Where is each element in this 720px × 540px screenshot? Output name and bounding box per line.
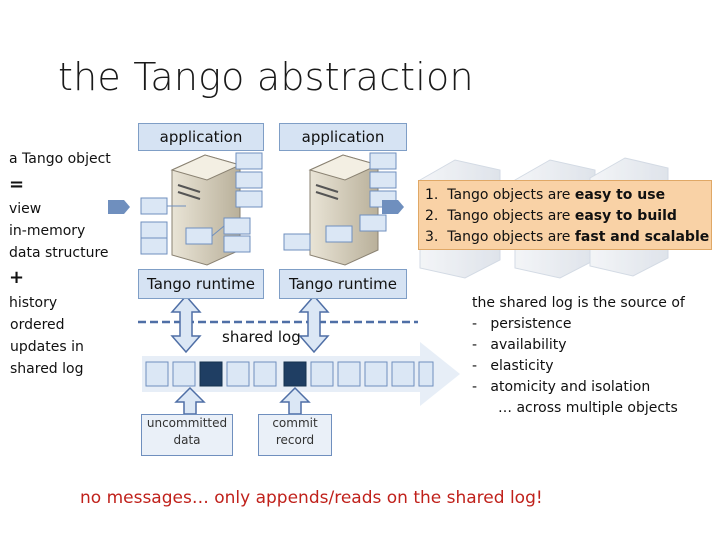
- shared-log-label: shared log: [222, 328, 301, 346]
- properties-list: 1. Tango objects are easy to use 2. Tang…: [418, 180, 712, 250]
- server-right: [308, 154, 380, 266]
- equals-sign: =: [9, 174, 25, 195]
- shared-log-left-label: shared log: [10, 361, 84, 377]
- commit-line-1: commit: [272, 416, 318, 430]
- commit-record-label: commit record: [258, 414, 332, 456]
- tango-runtime-left: Tango runtime: [138, 269, 264, 299]
- left-object-links: [167, 205, 225, 237]
- in-memory-label: in-memory: [9, 223, 86, 239]
- history-label: history: [9, 295, 58, 311]
- log-entries: [145, 361, 434, 387]
- view-pointer-right: [382, 200, 404, 214]
- updates-in-label: updates in: [10, 339, 84, 355]
- application-box-left: application: [138, 123, 264, 151]
- tango-object-label: a Tango object: [9, 151, 111, 167]
- view-label: view: [9, 201, 42, 217]
- property-3: 3. Tango objects are fast and scalable: [425, 229, 710, 245]
- left-object-nodes: [140, 152, 263, 255]
- tango-runtime-right: Tango runtime: [279, 269, 407, 299]
- uncommitted-data-label: uncommitted data: [141, 414, 233, 456]
- bottom-message: no messages… only appends/reads on the s…: [80, 488, 543, 508]
- runtime-arrow-left: [170, 294, 202, 354]
- source-item-availability: - availability: [472, 337, 567, 353]
- uncommitted-line-2: data: [173, 433, 201, 447]
- uncommitted-line-1: uncommitted: [146, 416, 228, 430]
- ordered-label: ordered: [10, 317, 65, 333]
- source-item-elasticity: - elasticity: [472, 358, 554, 374]
- source-tail: … across multiple objects: [498, 400, 678, 416]
- property-2: 2. Tango objects are easy to build: [425, 208, 677, 224]
- data-structure-label: data structure: [9, 245, 109, 261]
- shared-log-source-text: the shared log is the source of - persis…: [472, 293, 685, 419]
- slide-title: the Tango abstraction: [58, 55, 474, 99]
- source-heading: the shared log is the source of: [472, 295, 685, 311]
- property-1: 1. Tango objects are easy to use: [425, 187, 666, 203]
- view-pointer-left: [108, 200, 130, 214]
- commit-line-2: record: [275, 433, 315, 447]
- source-item-persistence: - persistence: [472, 316, 572, 332]
- application-box-right: application: [279, 123, 407, 151]
- source-item-atomicity: - atomicity and isolation: [472, 379, 651, 395]
- runtime-arrow-right: [298, 294, 330, 354]
- plus-sign: +: [9, 267, 25, 288]
